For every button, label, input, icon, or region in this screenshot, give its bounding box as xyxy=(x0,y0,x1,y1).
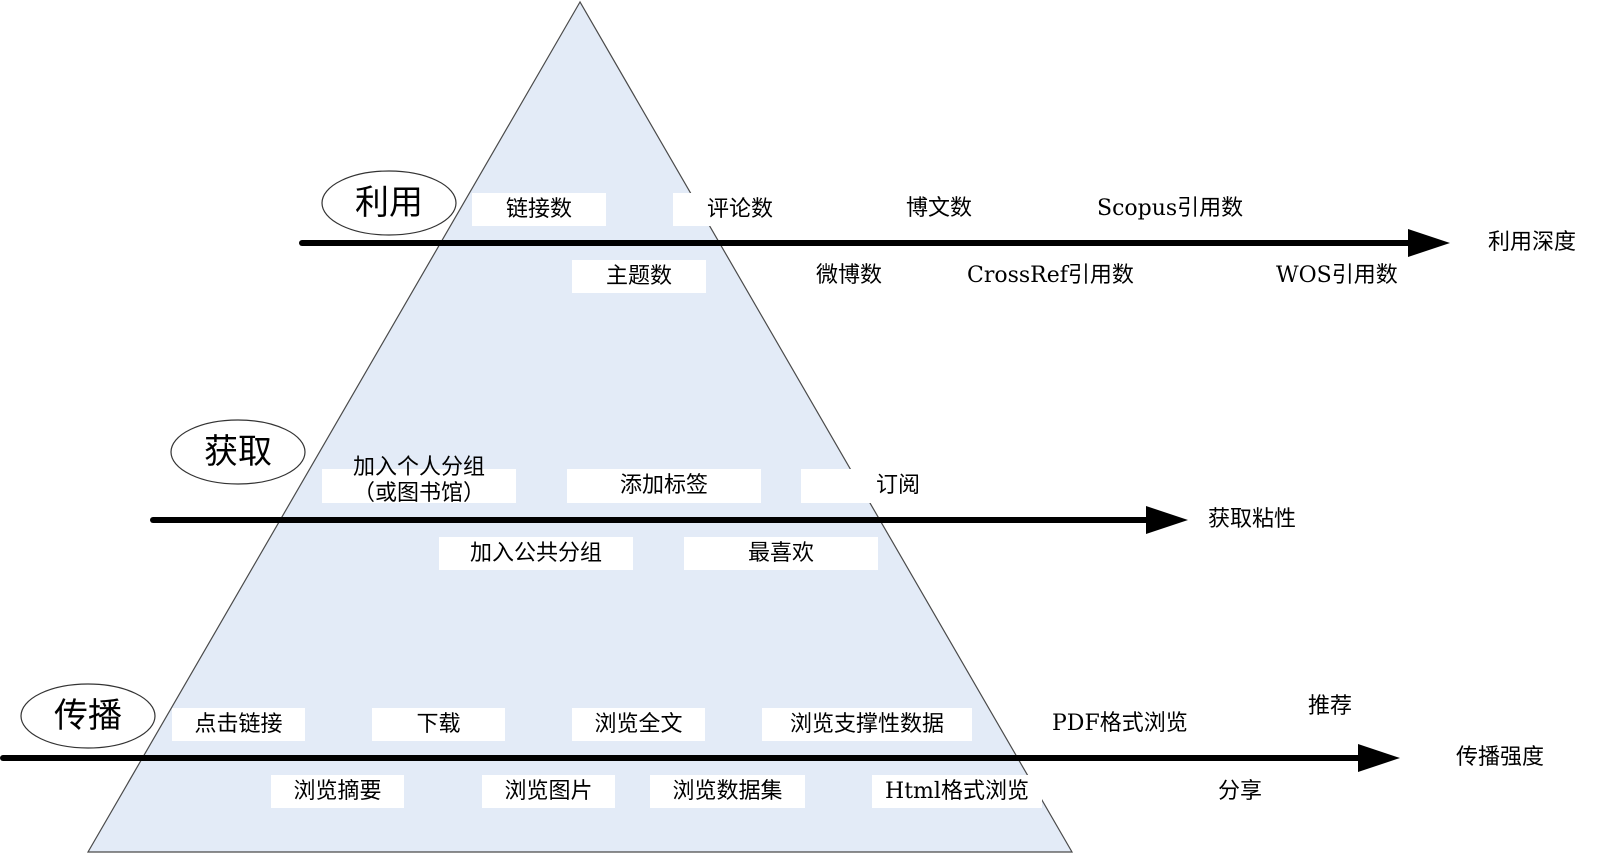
axis-acquire-label: 获取粘性 xyxy=(1208,507,1297,532)
metric-links: 链接数 xyxy=(472,193,606,226)
level-spread-label: 传播 xyxy=(54,696,122,736)
metric-pdf-view: PDF格式浏览 xyxy=(1052,711,1188,736)
metric-weibo: 微博数 xyxy=(816,263,883,288)
metric-public-group: 加入公共分组 xyxy=(439,537,633,570)
pyramid-shape xyxy=(86,0,1074,853)
axis-spread-arrow xyxy=(0,744,1400,772)
axis-spread-label: 传播强度 xyxy=(1456,745,1545,770)
metric-crossref-citations: CrossRef引用数 xyxy=(967,263,1134,288)
metric-personal-group-line2: （或图书馆） xyxy=(352,481,485,506)
level-use-ellipse xyxy=(321,170,457,236)
metric-click-link: 点击链接 xyxy=(172,708,305,741)
metric-personal-group-line1: 加入个人分组 xyxy=(352,455,485,480)
axis-acquire-arrow xyxy=(150,506,1188,534)
metric-scopus-citations: Scopus引用数 xyxy=(1097,196,1244,221)
axis-use-arrow xyxy=(299,229,1450,257)
metric-view-fulltext: 浏览全文 xyxy=(572,708,705,741)
metric-blog-posts: 博文数 xyxy=(906,196,973,221)
metric-view-supporting-data: 浏览支撑性数据 xyxy=(762,708,972,741)
level-spread-ellipse xyxy=(20,683,156,749)
metric-share: 分享 xyxy=(1218,779,1263,804)
metric-favorite: 最喜欢 xyxy=(684,537,878,570)
metric-download: 下载 xyxy=(372,708,505,741)
metric-view-abstract: 浏览摘要 xyxy=(271,775,404,808)
metric-comments: 评论数 xyxy=(673,193,807,226)
metric-view-datasets: 浏览数据集 xyxy=(650,775,805,808)
axis-use-label: 利用深度 xyxy=(1488,230,1577,255)
metric-wos-citations: WOS引用数 xyxy=(1276,263,1398,288)
metric-recommend: 推荐 xyxy=(1308,694,1353,719)
level-use-label: 利用 xyxy=(355,183,423,223)
level-acquire-ellipse xyxy=(170,419,306,485)
metric-personal-group: 加入个人分组 （或图书馆） xyxy=(322,456,516,506)
level-acquire-label: 获取 xyxy=(204,432,272,472)
metric-view-figures: 浏览图片 xyxy=(482,775,615,808)
metric-html-view: Html格式浏览 xyxy=(872,775,1042,808)
metric-subscribe: 订阅 xyxy=(801,469,995,503)
metric-topics: 主题数 xyxy=(572,260,706,293)
metric-add-tags: 添加标签 xyxy=(567,469,761,503)
